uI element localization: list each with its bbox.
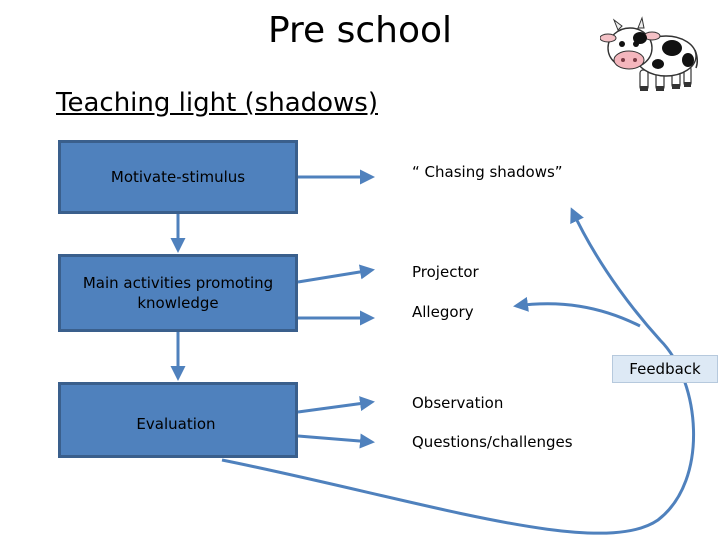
main-activities-label: Main activities promoting knowledge <box>83 273 273 314</box>
questions-challenges-label: Questions/challenges <box>412 433 573 451</box>
arrow-to-observation <box>297 396 375 414</box>
evaluation-label: Evaluation <box>136 414 216 433</box>
allegory-label: Allegory <box>412 303 474 321</box>
observation-label: Observation <box>412 394 504 412</box>
feedback-curve-arrow <box>221 207 696 535</box>
projector-label: Projector <box>412 263 479 281</box>
motivate-stimulus-box: Motivate-stimulus <box>58 140 298 214</box>
main-activities-line-1: Main activities promoting <box>82 273 274 292</box>
chasing-shadows-label: “ Chasing shadows” <box>412 163 563 181</box>
feedback-branch-arrow <box>513 296 641 328</box>
main-activities-line-2: knowledge <box>137 294 219 312</box>
cow-icon <box>600 16 699 91</box>
page-subtitle: Teaching light (shadows) <box>56 88 378 118</box>
page-title: Pre school <box>267 10 453 51</box>
feedback-label: Feedback <box>612 355 718 383</box>
motivate-stimulus-label: Motivate-stimulus <box>110 167 246 186</box>
main-activities-box: Main activities promoting knowledge <box>58 254 298 332</box>
arrow-to-questions <box>297 433 375 449</box>
arrow-to-projector <box>297 264 375 284</box>
evaluation-box: Evaluation <box>58 382 298 458</box>
